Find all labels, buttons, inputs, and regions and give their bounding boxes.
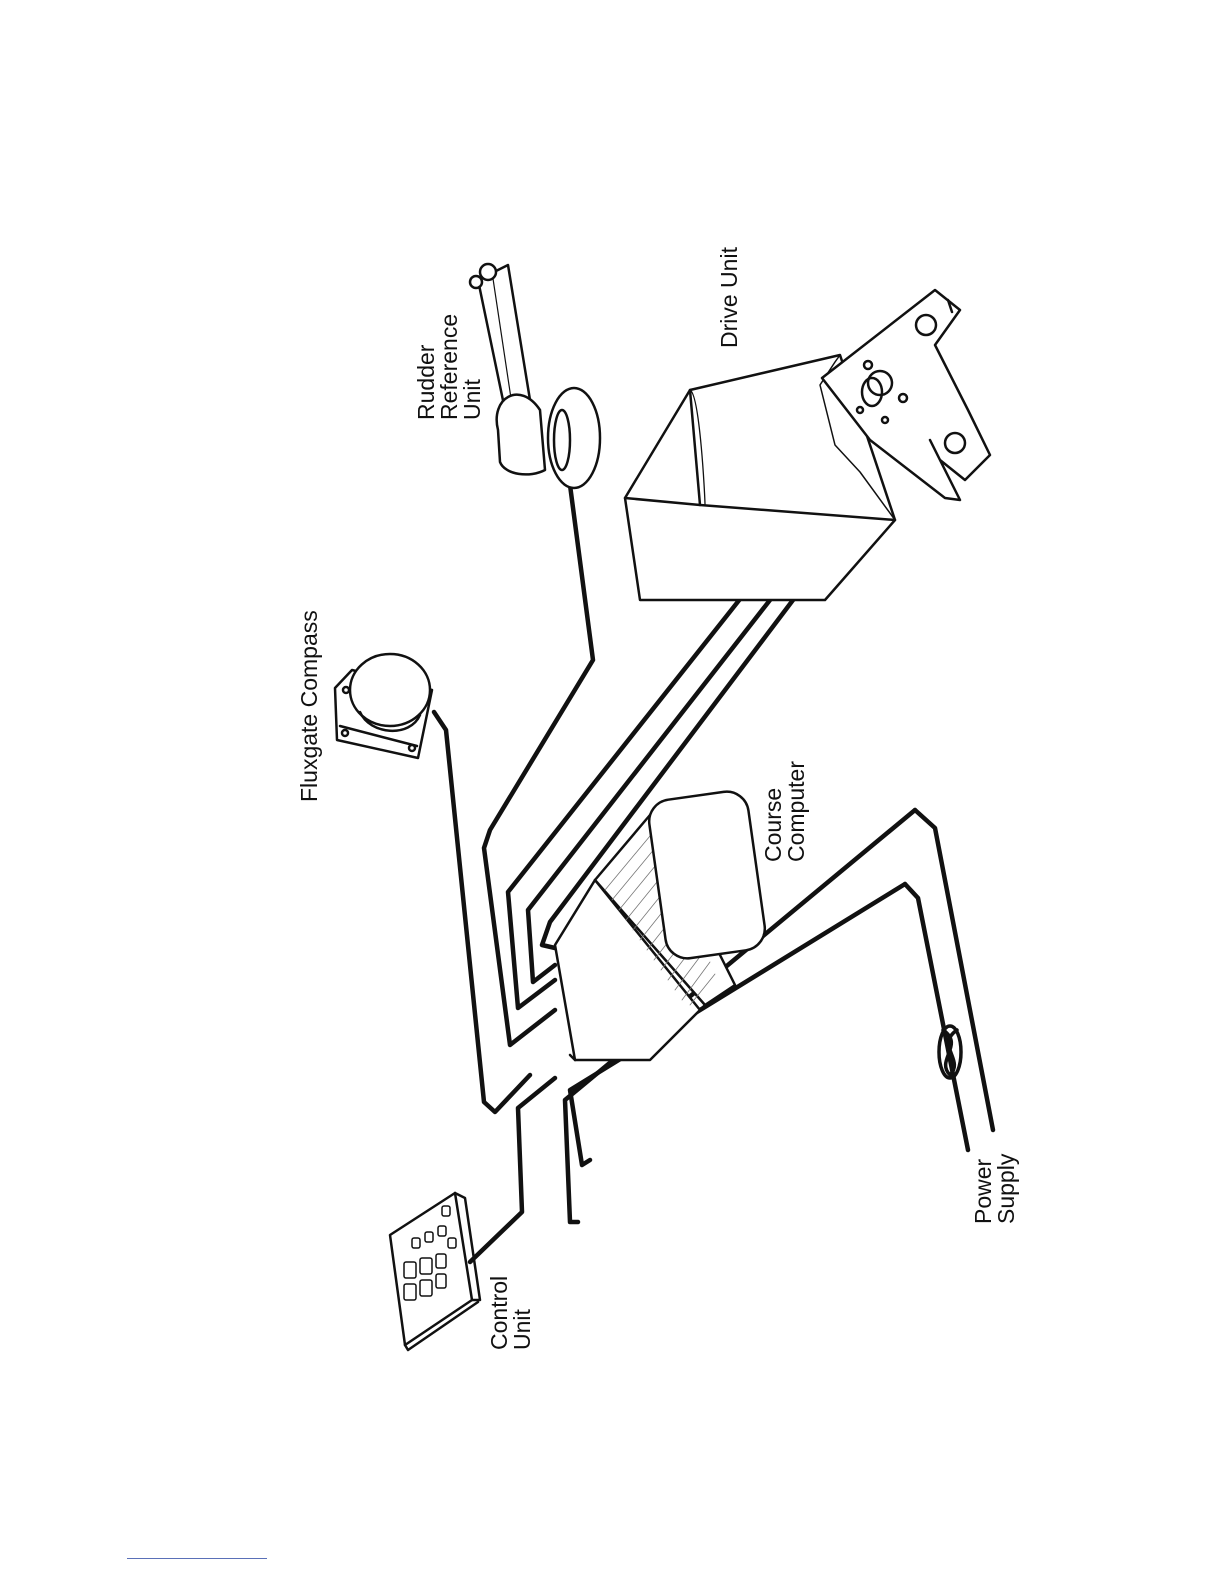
cable-power-2 xyxy=(905,884,968,1150)
label-drive-unit: Drive Unit xyxy=(718,247,741,348)
rudder-reference-drawing xyxy=(470,264,600,488)
label-rudder-reference-unit: Rudder Reference Unit xyxy=(415,314,484,420)
label-power-supply: Power Supply xyxy=(972,1154,1018,1224)
label-control-unit: Control Unit xyxy=(488,1276,534,1350)
footer-rule xyxy=(127,1558,267,1559)
course-computer-drawing xyxy=(555,789,768,1060)
label-course-computer: Course Computer xyxy=(762,761,808,862)
control-unit-drawing xyxy=(390,1193,480,1350)
fluxgate-compass-drawing xyxy=(335,654,432,758)
label-fluxgate-compass: Fluxgate Compass xyxy=(298,610,321,802)
cable-control xyxy=(470,1078,555,1262)
cable-fluxgate xyxy=(434,712,530,1112)
drive-unit-drawing xyxy=(625,290,990,600)
